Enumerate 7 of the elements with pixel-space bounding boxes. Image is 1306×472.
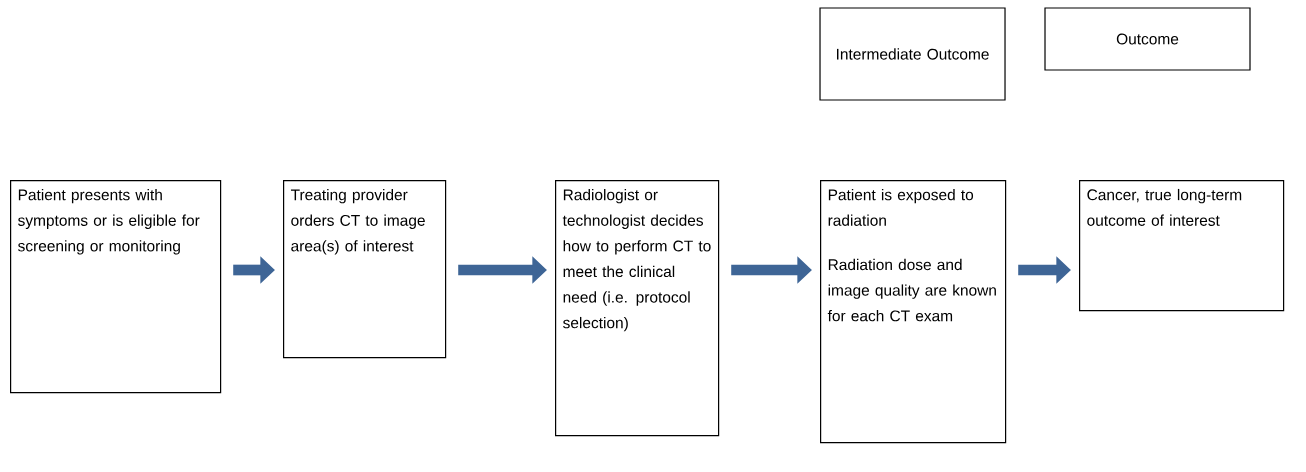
process-box: Cancer, true long-term outcome of interest — [1079, 180, 1285, 312]
process-box: Patient is exposed to radiation Radiation dose and image quality are known for each CT exam — [820, 180, 1007, 444]
process-box: Treating provider orders CT to image area(s) of interest — [283, 180, 447, 359]
process-box: Outcome — [1044, 7, 1251, 71]
process-box: Intermediate Outcome — [819, 7, 1006, 101]
process-box: Patient presents with symptoms or is eligible for screening or monitoring — [10, 180, 222, 394]
process-box: Radiologist or technologist decides how to perform CT to meet the clinical need (i.e. protocol selection) — [555, 180, 720, 437]
